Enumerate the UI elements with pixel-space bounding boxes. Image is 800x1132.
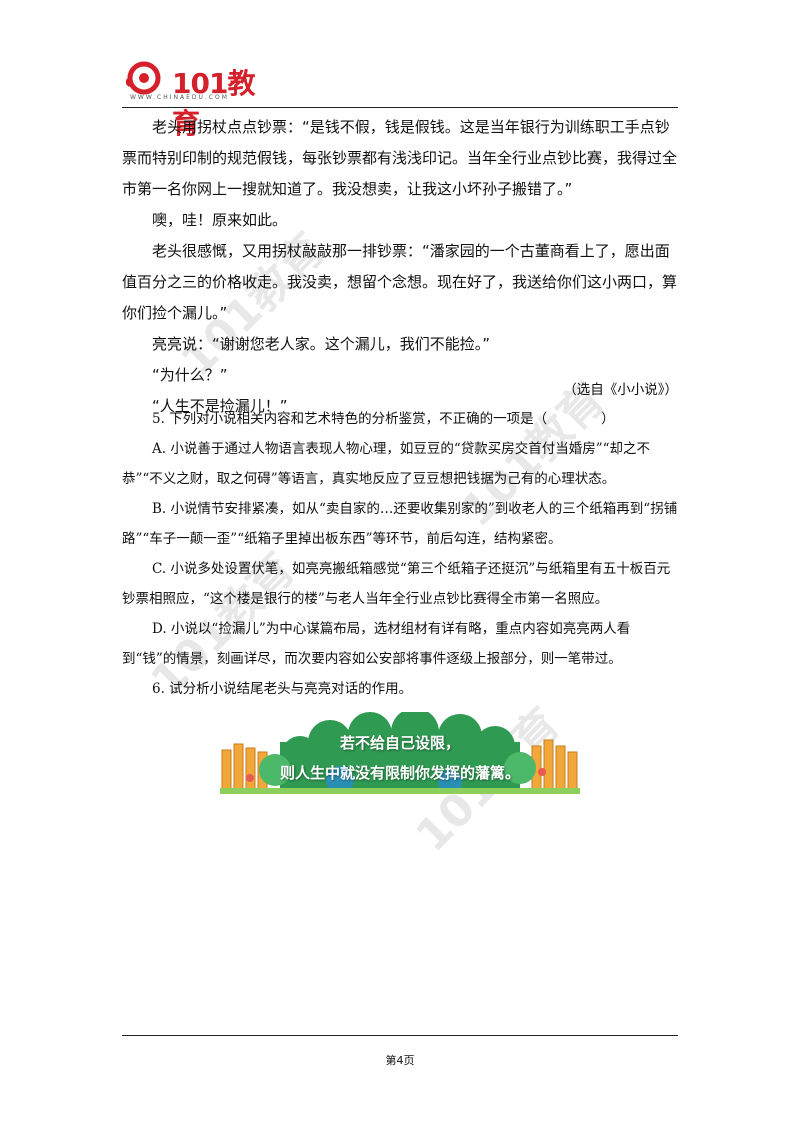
page-number: 第4页 (385, 1054, 415, 1067)
option-d: D. 小说以“捡漏儿”为中心谋篇布局，选材组材有详有略，重点内容如亮亮两人看到“… (122, 621, 631, 667)
story-body: 老头用拐杖点点钞票：“是钱不假，钱是假钱。这是当年银行为训练职工手点钞票而特别印… (122, 112, 678, 422)
logo-text: 101教育 (172, 67, 255, 140)
story-paragraph: 亮亮说：“谢谢您老人家。这个漏儿，我们不能捡。” (152, 335, 491, 353)
header-divider (122, 107, 678, 108)
story-paragraph: “人生不是捡漏儿！” (152, 397, 288, 415)
question-6: 6. 试分析小说结尾老头与亮亮对话的作用。 (152, 681, 413, 697)
option-b: B. 小说情节安排紧凑，如从“卖自家的…还要收集别家的”到收老人的三个纸箱再到“… (122, 501, 678, 547)
motto-banner: 若不给自己设限， 则人生中就没有限制你发挥的藩篱。 (220, 712, 580, 794)
story-paragraph: 老头用拐杖点点钞票：“是钱不假，钱是假钱。这是当年银行为训练职工手点钞票而特别印… (122, 118, 678, 198)
logo-icon (126, 61, 161, 95)
story-paragraph: 噢，哇！原来如此。 (152, 211, 288, 229)
motto-line-1: 若不给自己设限， (339, 734, 460, 752)
story-paragraph: 老头很感慨，又用拐杖敲敲那一排钞票：“潘家园的一个古董商看上了，愿出面值百分之三… (122, 242, 678, 322)
story-paragraph: “为什么？” (152, 366, 228, 384)
banner-illustration (220, 712, 580, 794)
option-a: A. 小说善于通过人物语言表现人物心理，如豆豆的“贷款买房交首付当婚房”“却之不… (122, 441, 651, 487)
brand-logo: 101教育 WWW.CHINAEDU.COM (126, 60, 266, 140)
footer-divider (122, 1035, 678, 1036)
question-5: 5. 下列对小说相关内容和艺术特色的分析鉴赏，不正确的一项是（ ） (152, 411, 615, 427)
option-c: C. 小说多处设置伏笔，如亮亮搬纸箱感觉“第三个纸箱子还挺沉”与纸箱里有五十板百… (122, 561, 671, 607)
logo-subtitle: WWW.CHINAEDU.COM (130, 94, 229, 101)
source-citation: （选自《小小说》） (563, 382, 678, 398)
question-block: 5. 下列对小说相关内容和艺术特色的分析鉴赏，不正确的一项是（ ） A. 小说善… (122, 404, 678, 704)
motto-line-2: 则人生中就没有限制你发挥的藩篱。 (279, 764, 520, 782)
